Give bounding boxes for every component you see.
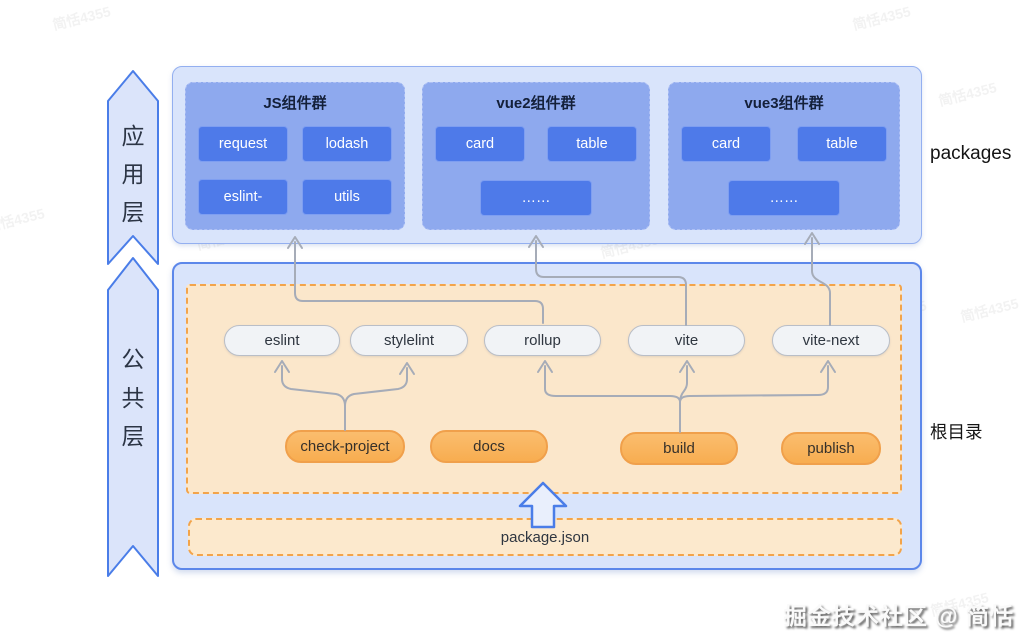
tool-pill-vite: vite [628, 325, 745, 356]
tool-pill-eslint: eslint [224, 325, 340, 356]
script-pill-check-project: check-project [285, 430, 405, 463]
group-title-js: JS组件群 [263, 95, 327, 112]
package-btn-card: card [681, 126, 771, 162]
group-box-vue2: vue2组件群 card table …… [422, 82, 650, 230]
tool-pill-rollup: rollup [484, 325, 601, 356]
package-btn-utils: utils [302, 179, 392, 215]
tool-pill-vite-next: vite-next [772, 325, 890, 356]
watermark-text: 简恬4355 [50, 3, 113, 33]
group-box-js: JS组件群 request lodash eslint- utils [185, 82, 405, 230]
package-btn-table: table [547, 126, 637, 162]
common-layer-char: 共 [121, 385, 145, 411]
package-btn-more: …… [480, 180, 592, 216]
vue3-row-1: card table [669, 126, 899, 162]
watermark-text: 简恬4355 [850, 3, 913, 33]
script-pill-publish: publish [781, 432, 881, 465]
group-title-vue2: vue2组件群 [496, 95, 576, 112]
watermark-text: 简恬4355 [958, 295, 1021, 325]
package-json-bar: package.json [188, 518, 902, 556]
package-btn-lodash: lodash [302, 126, 392, 162]
app-layer-char: 层 [121, 199, 145, 225]
package-btn-request: request [198, 126, 288, 162]
common-layer-char: 公 [121, 346, 145, 372]
app-layer-char: 应 [121, 123, 145, 149]
package-btn-card: card [435, 126, 525, 162]
group-box-vue3: vue3组件群 card table …… [668, 82, 900, 230]
footer-credit: 掘金技术社区 @ 简恬 [783, 603, 1014, 629]
script-pill-docs: docs [430, 430, 548, 463]
tool-pill-stylelint: stylelint [350, 325, 468, 356]
vue2-row-2: …… [423, 180, 649, 216]
package-btn-eslint: eslint- [198, 179, 288, 215]
app-layer-char: 用 [121, 161, 145, 187]
package-btn-more: …… [728, 180, 840, 216]
group-title-vue3: vue3组件群 [744, 95, 824, 112]
common-layer-char: 层 [121, 423, 145, 449]
vue3-row-2: …… [669, 180, 899, 216]
package-btn-table: table [797, 126, 887, 162]
watermark-text: 简恬4355 [936, 79, 999, 109]
js-row-2: eslint- utils [186, 179, 404, 215]
script-pill-build: build [620, 432, 738, 465]
root-dir-side-label: 根目录 [930, 422, 983, 442]
vue2-row-1: card table [423, 126, 649, 162]
js-row-1: request lodash [186, 126, 404, 162]
common-layer-banner-shape [107, 257, 159, 577]
packages-side-label: packages [930, 143, 1012, 164]
watermark-text: 简恬4355 [0, 205, 47, 235]
